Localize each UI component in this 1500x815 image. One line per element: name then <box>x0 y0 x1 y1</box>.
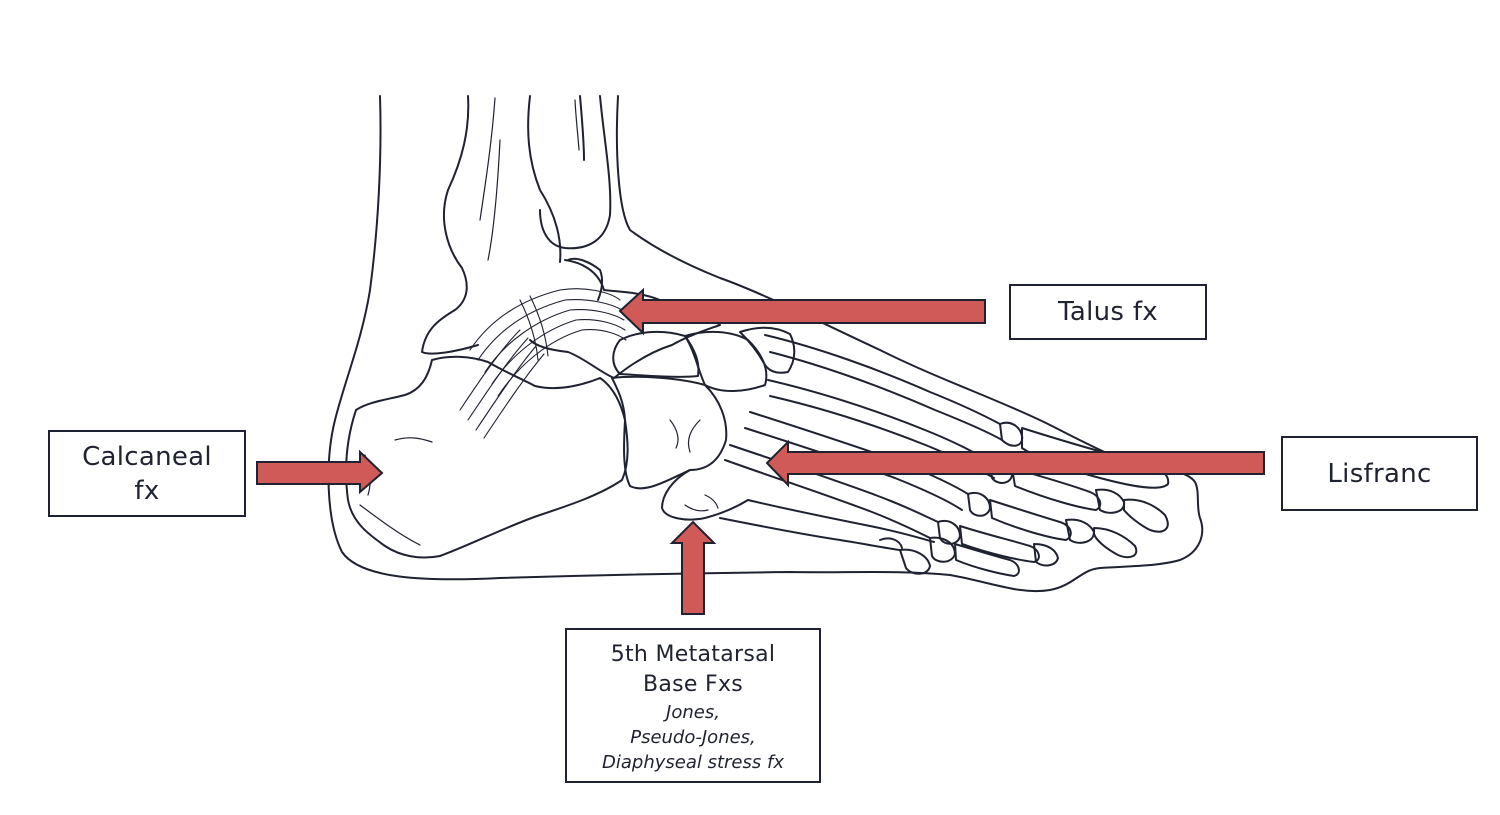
talus-fracture-label-box: Talus fx <box>1009 284 1207 340</box>
cuneiform-1 <box>684 330 768 392</box>
fibula-medial-edge <box>527 95 562 263</box>
fifth-metatarsal-base <box>661 469 749 521</box>
lisfranc-label: Lisfranc <box>1327 458 1432 489</box>
cuboid-detail <box>669 419 701 453</box>
fifth-metatarsal-subtype-jones: Jones, <box>666 702 720 723</box>
calcaneal-arrow <box>256 449 384 495</box>
navicular <box>612 330 700 378</box>
tibia <box>539 95 612 250</box>
fifth-metatarsal-arrow <box>669 520 717 615</box>
fifth-metatarsal-subtype-diaphyseal: Diaphyseal stress fx <box>602 752 784 773</box>
lisfranc-arrow <box>765 439 1265 488</box>
fifth-metatarsal-subtype-pseudo-jones: Pseudo-Jones, <box>630 727 756 748</box>
tibia-lines <box>479 97 580 261</box>
ankle-ligament-fibers <box>459 288 627 439</box>
fifth-metatarsal-detail <box>684 494 719 512</box>
talus-fracture-label: Talus fx <box>1058 297 1158 327</box>
calcaneal-fracture-label-box: Calcaneal fx <box>48 430 246 517</box>
lisfranc-label-box: Lisfranc <box>1281 436 1478 511</box>
fifth-metatarsal-label-title: 5th Metatarsal Base Fxs <box>610 642 776 697</box>
cuneiform-2 <box>739 326 796 374</box>
skin-outline <box>327 95 1204 593</box>
fibula <box>421 95 479 355</box>
calcaneus <box>345 355 629 559</box>
calcaneal-fracture-label: Calcaneal fx <box>82 441 212 506</box>
fifth-metatarsal-label-box: 5th Metatarsal Base Fxs Jones, Pseudo-Jo… <box>565 628 821 783</box>
talus-arrow <box>618 287 986 336</box>
